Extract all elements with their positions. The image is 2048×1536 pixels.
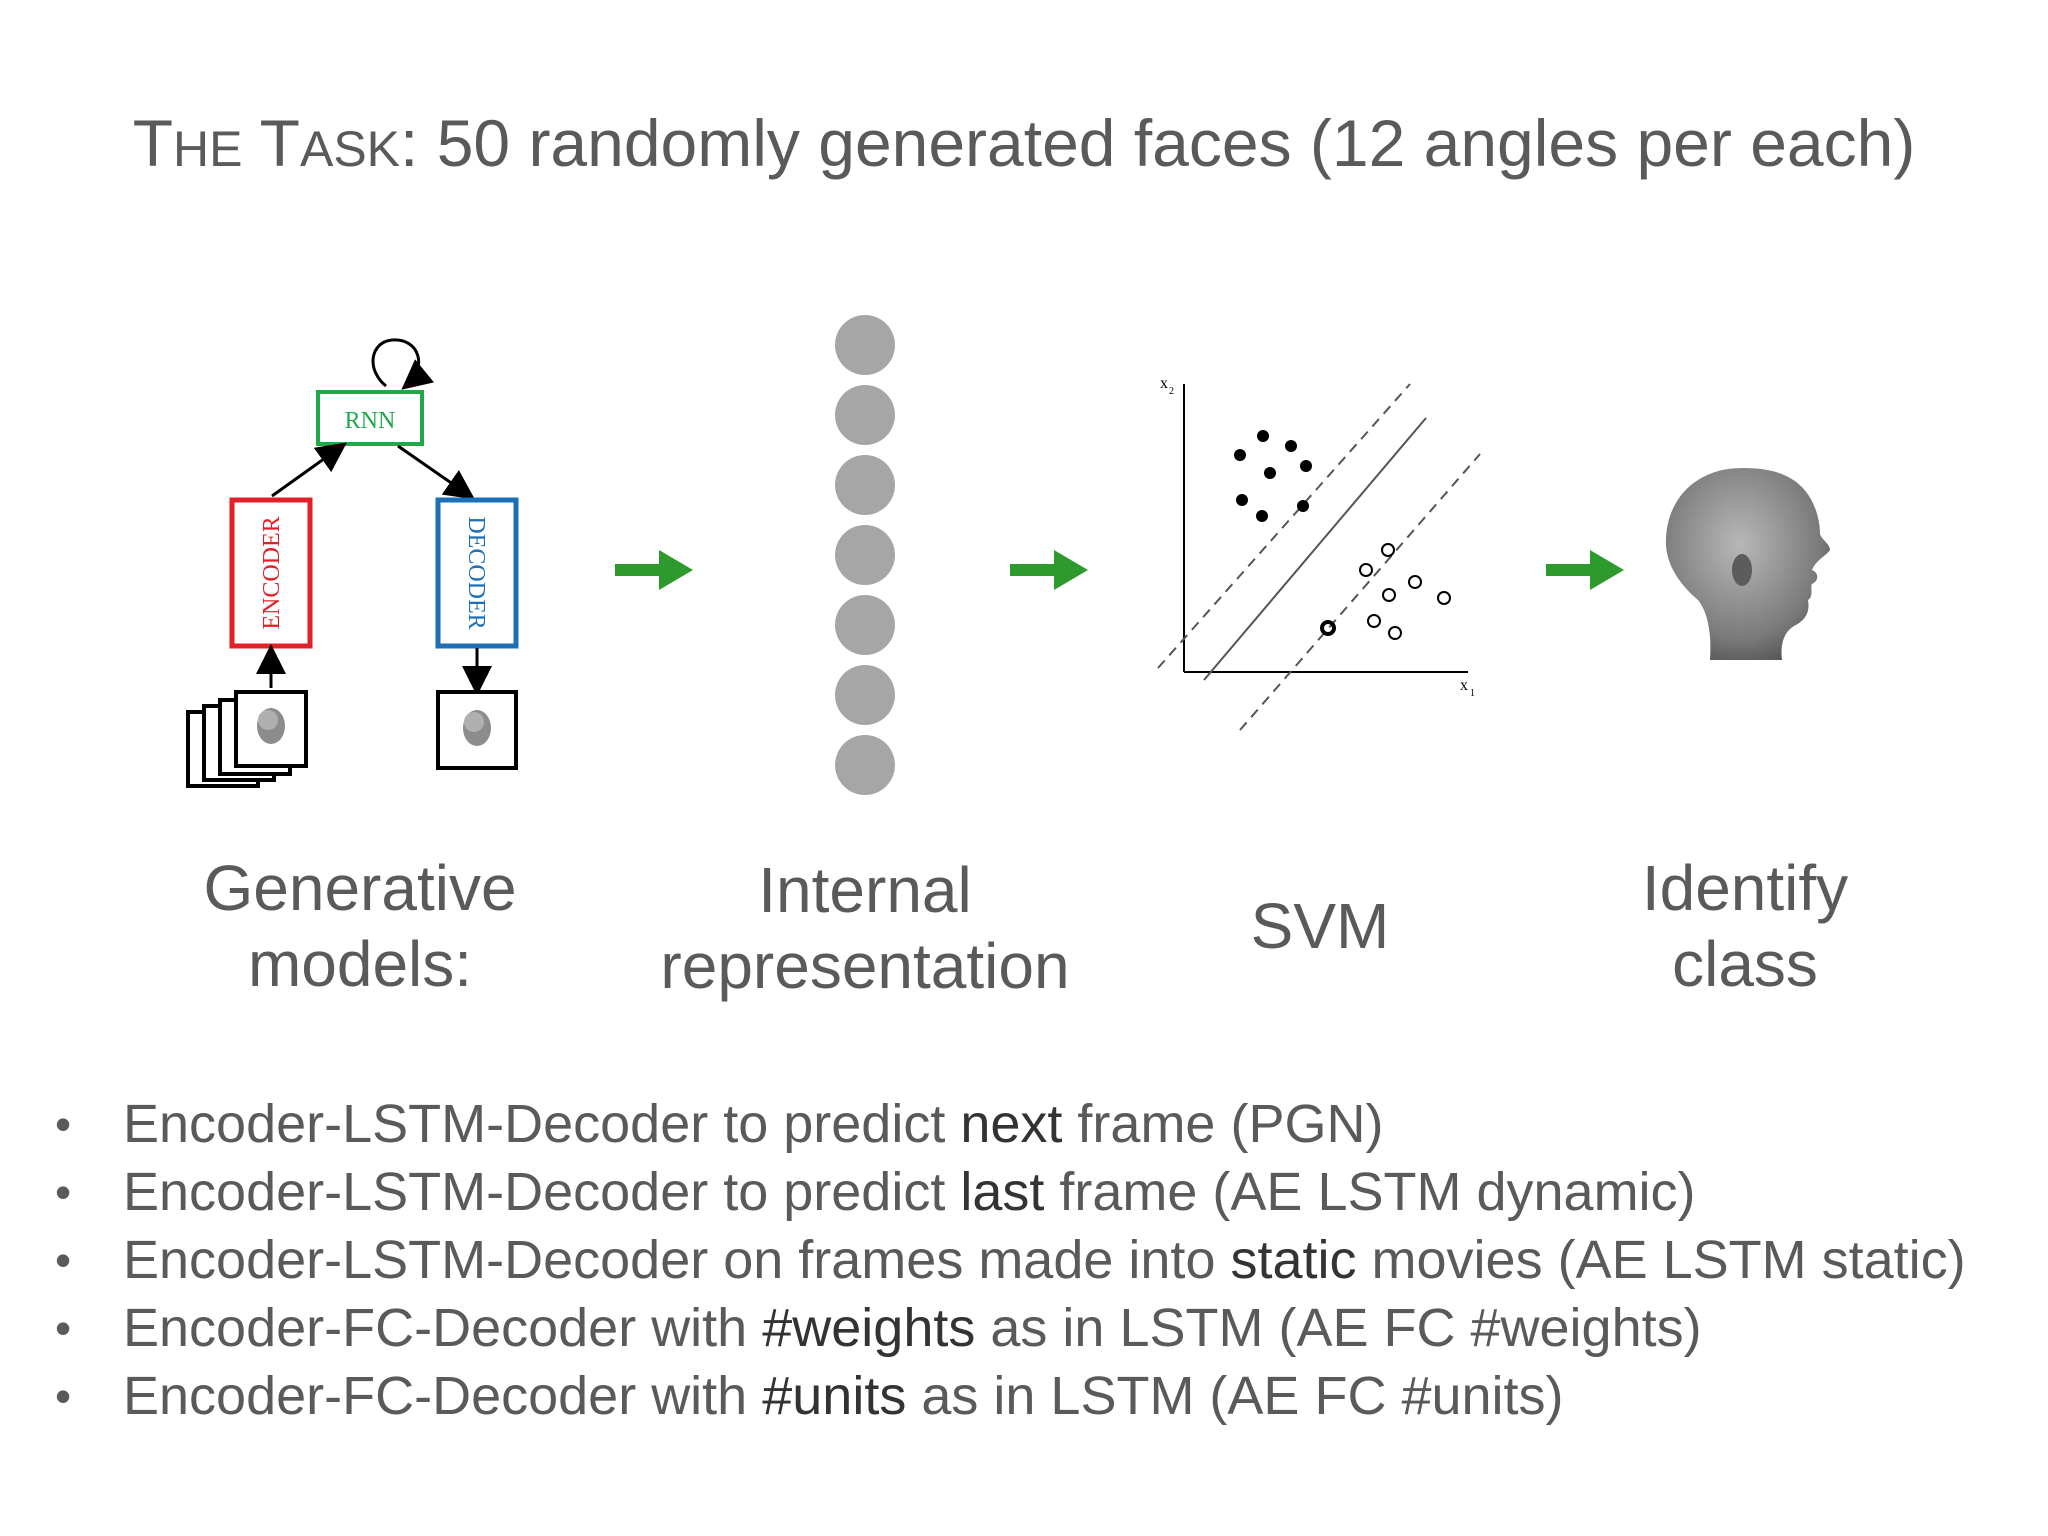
- svg-text:1: 1: [1470, 688, 1475, 699]
- svm-class-filled: [1234, 430, 1312, 522]
- rnn-box: [316, 390, 424, 446]
- input-frames-stack: [186, 690, 308, 788]
- model-variants-list: Encoder-LSTM-Decoder to predict next fra…: [55, 1090, 1966, 1430]
- representation-unit: [835, 735, 895, 795]
- svm-axis-x-label: x: [1460, 677, 1468, 694]
- representation-unit: [835, 525, 895, 585]
- representation-unit: [835, 595, 895, 655]
- svm-hyperplane: [1203, 417, 1427, 681]
- decoder-box: [435, 497, 519, 649]
- representation-unit: [835, 665, 895, 725]
- svm-class-hollow: [1320, 543, 1451, 640]
- flow-arrow-2: [1010, 550, 1088, 590]
- encoder-label: ENCODER: [259, 516, 285, 629]
- label-svm: SVM: [1250, 890, 1390, 962]
- list-item: Encoder-LSTM-Decoder to predict next fra…: [55, 1090, 1966, 1158]
- output-frame: [436, 690, 518, 770]
- svg-text:2: 2: [1169, 386, 1174, 397]
- decoder-label: DECODER: [463, 516, 489, 629]
- list-item: Encoder-FC-Decoder with #weights as in L…: [55, 1294, 1966, 1362]
- svm-plot: x 2 x 1: [1157, 375, 1481, 731]
- head-profile-image: [1665, 468, 1830, 660]
- list-item: Encoder-FC-Decoder with #units as in LST…: [55, 1362, 1966, 1430]
- internal-representation-units: [835, 315, 895, 795]
- svm-axis-y-label: x: [1160, 375, 1168, 392]
- list-item: Encoder-LSTM-Decoder to predict last fra…: [55, 1158, 1966, 1226]
- generative-model-diagram: RNN ENCODER DECODER: [186, 338, 519, 788]
- flow-arrow-1: [615, 550, 693, 590]
- rnn-label: RNN: [345, 408, 396, 434]
- recurrent-loop: [371, 338, 435, 390]
- svm-margin-upper: [1157, 383, 1411, 669]
- list-item: Encoder-LSTM-Decoder on frames made into…: [55, 1226, 1966, 1294]
- slide-title: THE TASK: 50 randomly generated faces (1…: [132, 106, 1916, 180]
- representation-unit: [835, 455, 895, 515]
- representation-unit: [835, 315, 895, 375]
- representation-unit: [835, 385, 895, 445]
- svm-margin-lower: [1239, 453, 1481, 731]
- flow-arrow-3: [1546, 550, 1624, 590]
